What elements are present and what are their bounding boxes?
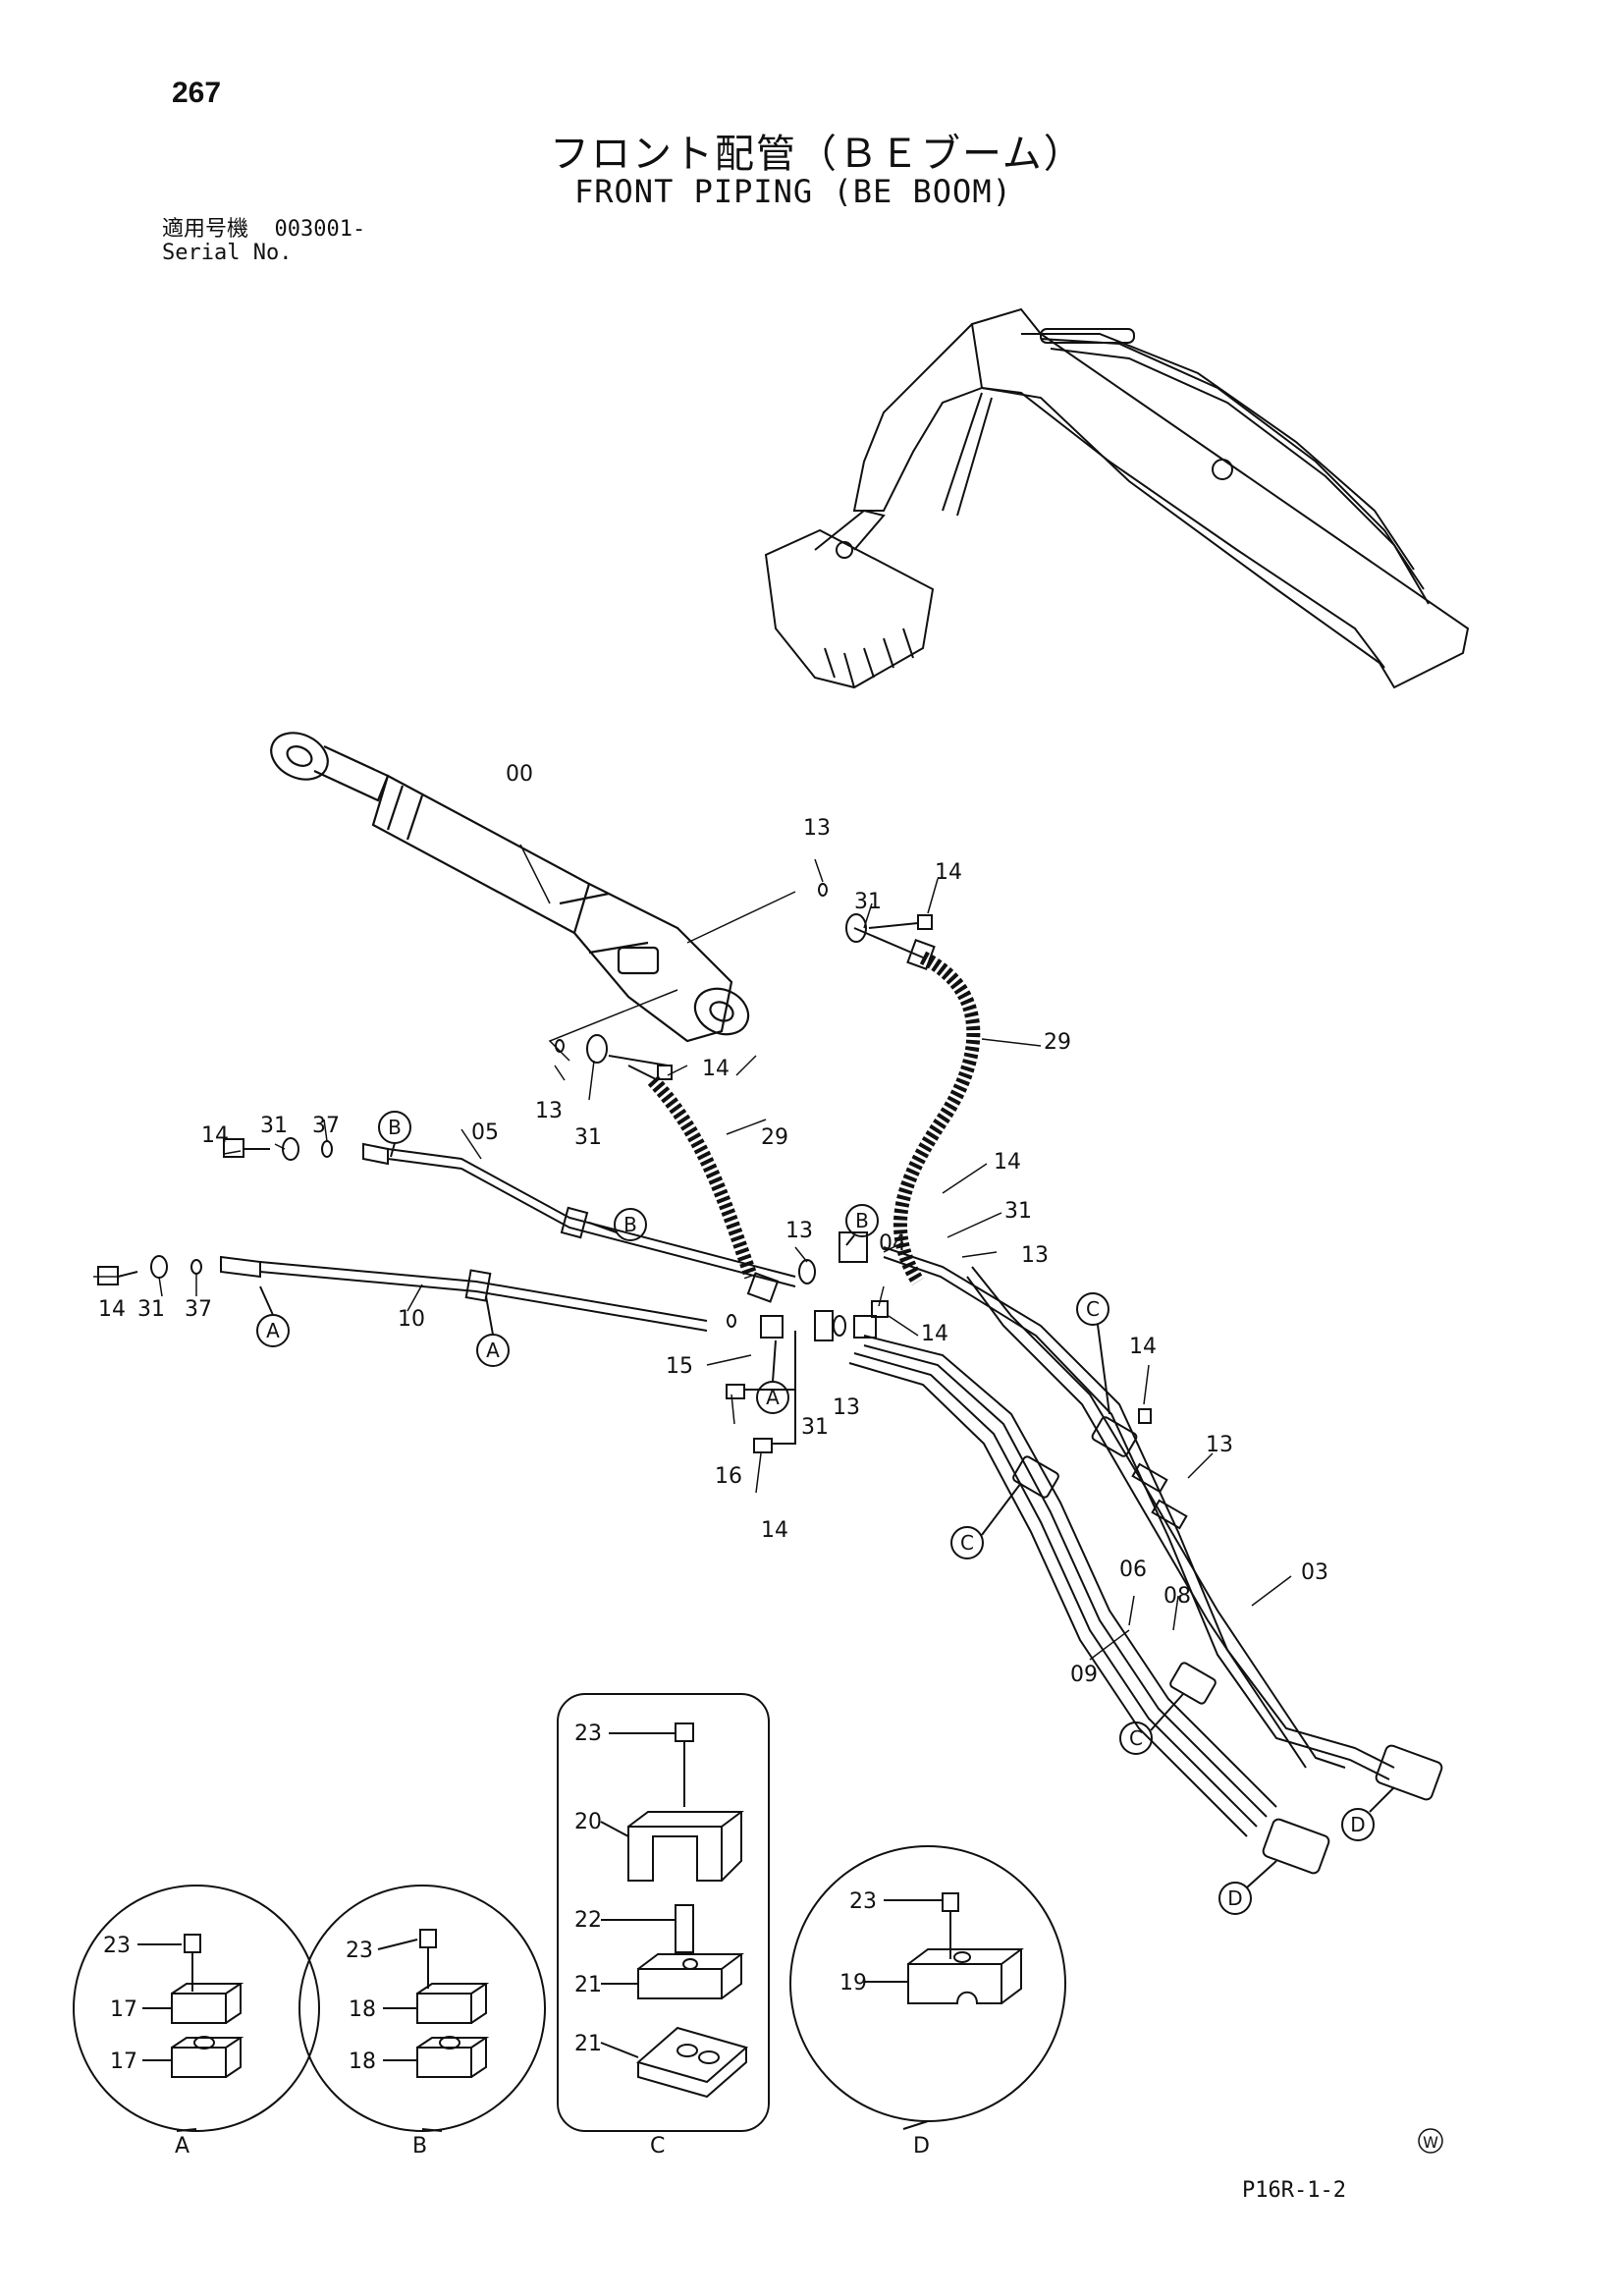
label-37: 37: [185, 1297, 212, 1322]
label-04: 04: [879, 1231, 906, 1256]
label-10: 10: [398, 1307, 425, 1332]
label-20: 20: [574, 1810, 602, 1834]
label-23: 23: [103, 1934, 131, 1958]
label-21: 21: [574, 1973, 602, 1997]
detail-c: [557, 1693, 770, 2132]
label-13: 13: [1021, 1243, 1049, 1268]
label-08: 08: [1163, 1584, 1191, 1609]
hose-29-upper: [853, 927, 981, 1285]
label-06: 06: [1119, 1558, 1147, 1582]
label-14: 14: [994, 1150, 1021, 1175]
label-13: 13: [535, 1099, 563, 1123]
serial-value: 003001-: [274, 217, 366, 242]
callout-b: B: [855, 1209, 869, 1232]
serial-label-jp: 適用号機: [162, 217, 249, 242]
hose-29-lower: [627, 1065, 780, 1303]
label-16: 16: [715, 1464, 742, 1489]
label-13: 13: [833, 1395, 860, 1420]
callout-d: D: [1350, 1813, 1365, 1836]
detail-b: [298, 1885, 546, 2132]
flange-fittings-top: [555, 883, 933, 1080]
label-19: 19: [839, 1971, 867, 1995]
callout-a: A: [266, 1319, 280, 1342]
label-14: 14: [761, 1518, 788, 1543]
label-29: 29: [761, 1125, 788, 1150]
callout-a: A: [486, 1339, 500, 1362]
detail-b-labels: 23 18 18 B: [346, 1939, 427, 2159]
label-31: 31: [854, 890, 882, 914]
label-15: 15: [666, 1354, 693, 1379]
label-31: 31: [1004, 1199, 1032, 1224]
label-03: 03: [1301, 1560, 1328, 1585]
part-labels: 00 13 31 14 29 14 29 13 31 14 31 13 13 0…: [98, 762, 1328, 1687]
detail-c-letter: C: [650, 2134, 665, 2159]
callout-c: C: [1129, 1726, 1143, 1750]
detail-d-labels: 23 19 D: [839, 1889, 930, 2159]
label-14: 14: [935, 860, 962, 885]
label-14: 14: [1129, 1335, 1157, 1359]
callout-a: A: [766, 1386, 780, 1409]
pipe-10: [97, 1255, 708, 1332]
label-23: 23: [849, 1889, 877, 1914]
callout-b: B: [623, 1213, 637, 1236]
pipe-05: [223, 1137, 796, 1287]
mark-w-letter: W: [1423, 2133, 1438, 2152]
label-13: 13: [785, 1219, 813, 1243]
detail-a-labels: 23 17 17 A: [103, 1934, 189, 2159]
label-29: 29: [1044, 1030, 1071, 1055]
leader-lines: [93, 844, 1292, 1661]
label-31: 31: [574, 1125, 602, 1150]
label-23: 23: [574, 1722, 602, 1746]
callout-circles: [256, 1111, 1395, 1915]
detail-d-letter: D: [913, 2134, 930, 2159]
label-31: 31: [260, 1114, 288, 1138]
label-09: 09: [1070, 1663, 1098, 1687]
serial-info: 適用号機 003001- Serial No.: [162, 218, 365, 265]
label-14: 14: [921, 1322, 948, 1346]
label-23: 23: [346, 1939, 373, 1963]
label-18: 18: [349, 1997, 376, 2022]
junction-block: [726, 1231, 889, 1453]
label-14: 14: [98, 1297, 126, 1322]
title-english: FRONT PIPING (BE BOOM): [574, 173, 1012, 210]
detail-c-labels: 23 20 22 21 21 C: [574, 1722, 665, 2159]
callout-d: D: [1227, 1886, 1242, 1910]
label-14: 14: [201, 1123, 229, 1148]
callout-b: B: [388, 1116, 402, 1139]
label-13: 13: [1206, 1433, 1233, 1457]
label-18: 18: [349, 2050, 376, 2074]
callout-c: C: [1086, 1297, 1100, 1321]
label-13: 13: [803, 816, 831, 841]
label-05: 05: [471, 1121, 499, 1145]
title-japanese: フロント配管（ＢＥブーム）: [550, 132, 1085, 177]
page-number: 267: [172, 77, 222, 109]
label-00: 00: [506, 762, 533, 787]
label-31: 31: [801, 1415, 829, 1440]
detail-a: [73, 1885, 320, 2132]
detail-d: [789, 1845, 1066, 2130]
label-21: 21: [574, 2032, 602, 2056]
callout-letters: B B B A A A C C C D D: [266, 1116, 1366, 1910]
label-14: 14: [702, 1057, 730, 1081]
mark-w: W: [1418, 2128, 1443, 2154]
port-leaders: [548, 891, 796, 1062]
serial-label-en: Serial No.: [162, 241, 293, 265]
callout-c: C: [960, 1531, 974, 1555]
label-31: 31: [137, 1297, 165, 1322]
label-37: 37: [312, 1114, 340, 1138]
detail-a-letter: A: [175, 2134, 189, 2159]
detail-b-letter: B: [412, 2134, 427, 2159]
reference-code: P16R-1-2: [1242, 2178, 1346, 2203]
label-17: 17: [110, 1997, 137, 2022]
pipe-bundle: [848, 1246, 1443, 1875]
label-22: 22: [574, 1908, 602, 1933]
label-17: 17: [110, 2050, 137, 2074]
excavator-overview: [764, 307, 1470, 689]
